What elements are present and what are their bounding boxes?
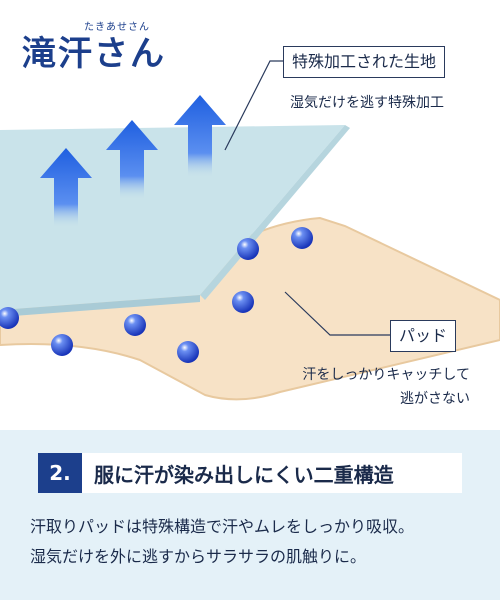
up-arrow-icon: [174, 95, 226, 178]
fabric-description: 湿気だけを逃す特殊加工: [290, 95, 444, 111]
brand-logo: たきあせさん 滝汗さん: [22, 18, 192, 80]
sweat-droplet-icon: [232, 291, 254, 313]
sweat-droplets: [0, 227, 313, 363]
feature-body-line2: 湿気だけを外に逃すからサラサラの肌触りに。: [30, 547, 367, 566]
pad-leader-line: [284, 291, 390, 336]
feature-number: 2.: [38, 453, 82, 493]
logo-ruby: たきあせさん: [84, 22, 150, 33]
sweat-droplet-icon: [291, 227, 313, 249]
double-layer-illustration: [0, 60, 500, 401]
moisture-arrows: [40, 95, 226, 228]
pad-description-line1: 汗をしっかりキャッチして: [302, 367, 470, 383]
pad-description-line2: 逃がさない: [400, 391, 470, 407]
sweat-droplet-icon: [237, 238, 259, 260]
logo-name: 滝汗さん: [22, 34, 166, 74]
feature-panel: 2. 服に汗が染み出しにくい二重構造 汗取りパッドは特殊構造で汗やムレをしっかり…: [0, 430, 500, 600]
sweat-droplet-icon: [177, 341, 199, 363]
feature-body-line1: 汗取りパッドは特殊構造で汗やムレをしっかり吸収。: [30, 517, 415, 536]
pad-label: パッド: [390, 320, 457, 352]
sweat-droplet-icon: [51, 334, 73, 356]
feature-title: 服に汗が染み出しにくい二重構造: [94, 462, 394, 487]
fabric-leader-line: [224, 60, 283, 151]
feature-heading: 2. 服に汗が染み出しにくい二重構造: [38, 453, 462, 493]
pad-description: 汗をしっかりキャッチして 逃がさない: [302, 363, 470, 411]
sweat-droplet-icon: [124, 314, 146, 336]
up-arrow-icon: [40, 148, 92, 228]
up-arrow-icon: [106, 120, 158, 200]
fabric-layer: [0, 125, 345, 310]
sweat-droplet-icon: [0, 307, 19, 329]
feature-body: 汗取りパッドは特殊構造で汗やムレをしっかり吸収。 湿気だけを外に逃すからサラサラ…: [30, 512, 490, 572]
fabric-label: 特殊加工された生地: [283, 46, 446, 78]
